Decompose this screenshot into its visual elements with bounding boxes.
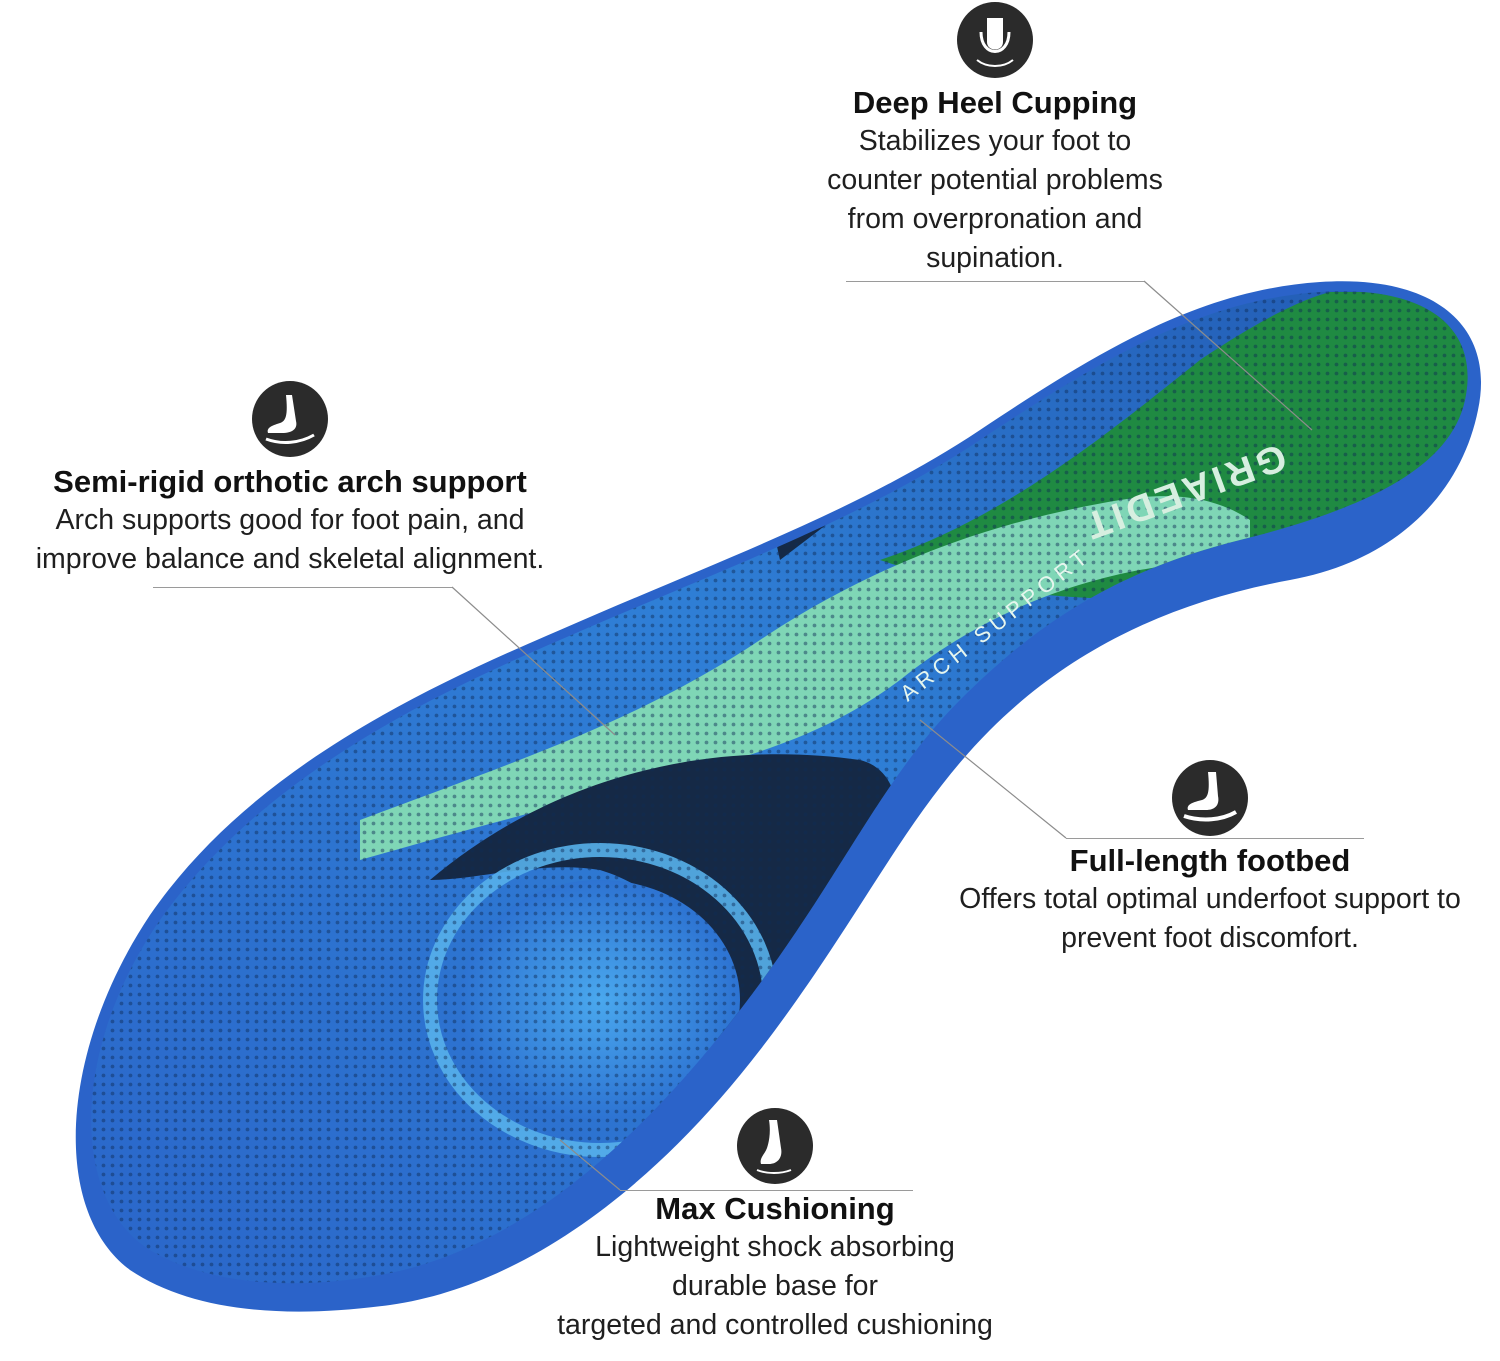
arch-foot-icon bbox=[252, 381, 328, 457]
callout-heel-title: Deep Heel Cupping bbox=[852, 85, 1138, 120]
arch-leader-line bbox=[153, 587, 452, 588]
callout-arch-body: Arch supports good for foot pain, and im… bbox=[35, 504, 545, 575]
callout-cushion: Max Cushioning Lightweight shock absorbi… bbox=[520, 1108, 1030, 1345]
callout-footbed-title: Full-length footbed bbox=[1069, 843, 1351, 878]
cushion-leader-line bbox=[620, 1190, 913, 1191]
callout-heel: Deep Heel Cupping Stabilizes your foot t… bbox=[790, 2, 1200, 278]
callout-footbed: Full-length footbed Offers total optimal… bbox=[920, 760, 1500, 958]
callout-arch: Semi-rigid orthotic arch support Arch su… bbox=[0, 381, 580, 579]
callout-footbed-body: Offers total optimal underfoot support t… bbox=[959, 883, 1461, 954]
callout-cushion-body: Lightweight shock absorbing durable base… bbox=[557, 1231, 993, 1341]
callout-arch-title: Semi-rigid orthotic arch support bbox=[53, 464, 527, 499]
footbed-icon bbox=[1172, 760, 1248, 836]
cushion-foot-icon bbox=[737, 1108, 813, 1184]
footbed-leader-line bbox=[1066, 838, 1364, 839]
heel-icon bbox=[957, 2, 1033, 78]
heel-leader-line bbox=[846, 281, 1144, 282]
callout-heel-body: Stabilizes your foot to counter potentia… bbox=[827, 125, 1163, 274]
callout-cushion-title: Max Cushioning bbox=[655, 1191, 895, 1226]
